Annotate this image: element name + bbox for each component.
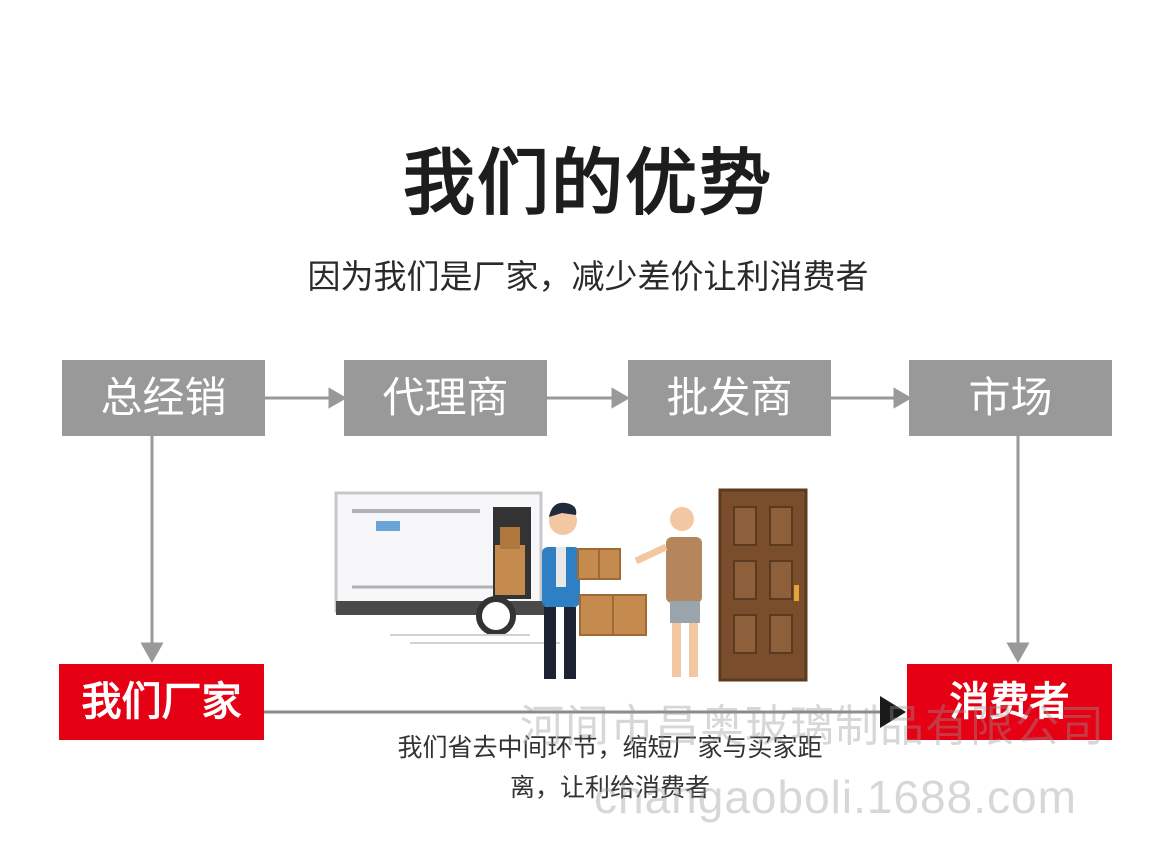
node-agent: 代理商 (344, 360, 547, 436)
arrow-head (893, 387, 913, 409)
door (718, 488, 808, 682)
page-subtitle: 因为我们是厂家，减少差价让利消费者 (307, 257, 869, 296)
watermark-site: changaoboli.1688.com (594, 771, 1077, 823)
truck-wheel (476, 596, 516, 636)
node-factory: 我们厂家 (59, 664, 264, 740)
flow-caption: 我们省去中间环节，缩短厂家与买家距 离，让利给消费者 (360, 728, 860, 808)
arrow-head (328, 387, 348, 409)
door-handle (794, 585, 799, 601)
watermark-company: 河间市昌奥玻璃制品有限公司 (520, 702, 1105, 751)
customer-body (666, 537, 702, 603)
truck-logo (376, 521, 400, 531)
arrow-head (611, 387, 631, 409)
direct-arrow-head (880, 696, 906, 728)
customer-head (670, 507, 694, 531)
caption-line-1: 我们省去中间环节，缩短厂家与买家距 (397, 733, 823, 762)
node-distributor: 总经销 (62, 360, 265, 436)
node-wholesaler: 批发商 (628, 360, 831, 436)
caption-line-2: 离，让利给消费者 (509, 773, 710, 802)
node-market: 市场 (909, 360, 1112, 436)
delivery-illustration (334, 488, 808, 682)
page-title: 我们的优势 (402, 141, 773, 225)
node-consumer: 消费者 (907, 664, 1112, 740)
arrow-head (1006, 642, 1030, 664)
arrow-head (140, 642, 164, 664)
